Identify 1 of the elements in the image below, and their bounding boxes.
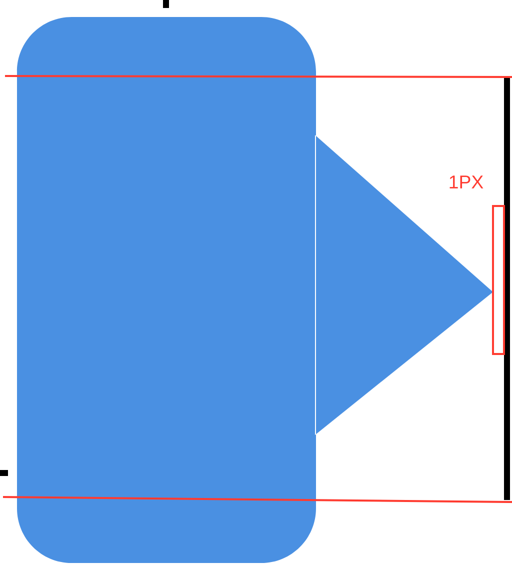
measure-label: 1PX xyxy=(450,176,484,188)
